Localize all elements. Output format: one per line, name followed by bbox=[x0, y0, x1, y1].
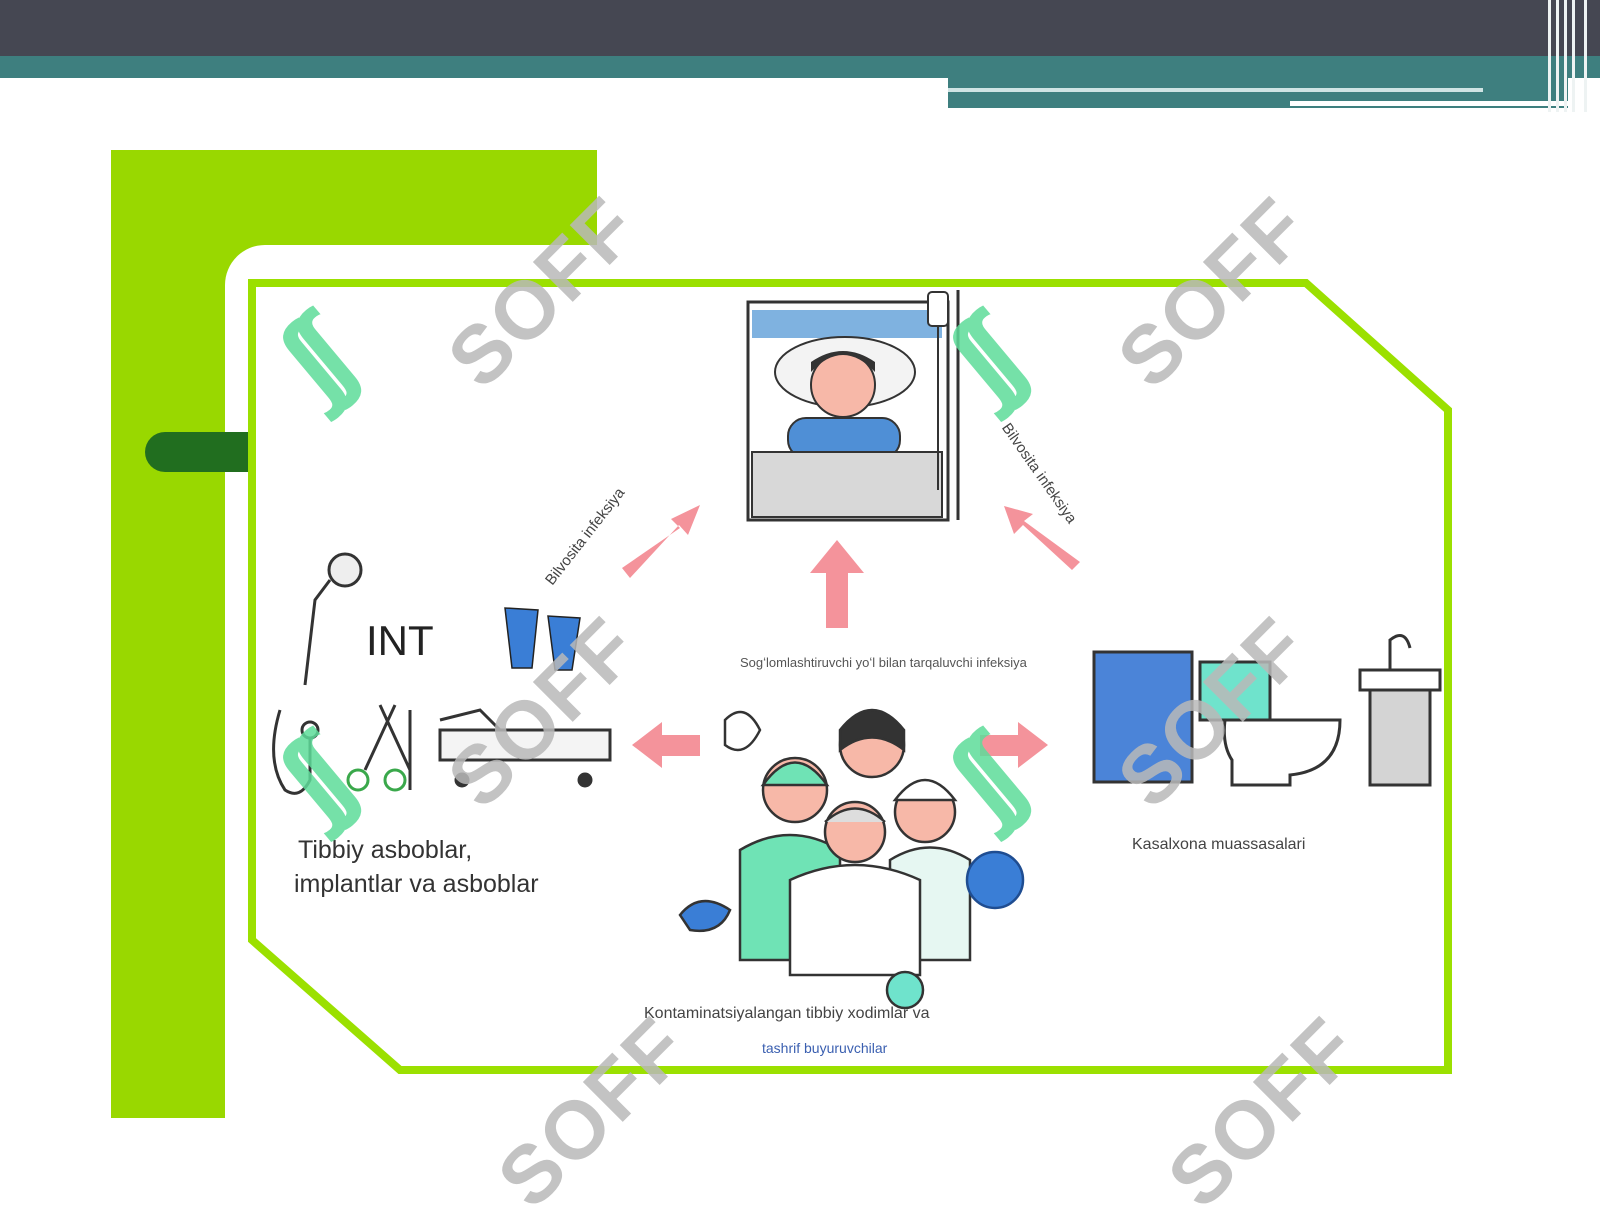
arrows bbox=[622, 505, 1080, 768]
label-center-infection: Sogʻlomlashtiruvchi yoʻl bilan tarqaluvc… bbox=[740, 655, 1027, 670]
panel-tab bbox=[145, 432, 250, 472]
label-instruments-line1: Tibbiy asboblar, bbox=[298, 836, 473, 864]
int-label: INT bbox=[366, 617, 434, 664]
diagram-frame bbox=[248, 279, 1452, 1074]
header-stripe bbox=[1548, 0, 1551, 112]
medical-staff-illustration bbox=[678, 708, 1025, 1010]
arrow-up-right bbox=[1004, 506, 1080, 570]
header-stripe bbox=[1556, 0, 1559, 112]
slide-header-bar bbox=[0, 0, 1600, 56]
patient-in-bed-illustration bbox=[746, 290, 960, 522]
header-stripe bbox=[1584, 0, 1587, 112]
slide-accent-bar bbox=[0, 56, 1600, 78]
arrow-up-center bbox=[810, 540, 864, 628]
slide-accent-line-2 bbox=[1290, 101, 1568, 106]
bathroom-illustration bbox=[1092, 634, 1442, 787]
arrow-right-bathroom bbox=[980, 722, 1048, 768]
medical-instruments-illustration bbox=[272, 552, 612, 795]
arrow-left-instruments bbox=[632, 722, 700, 768]
header-stripe bbox=[1564, 0, 1567, 112]
slide-accent-line bbox=[948, 88, 1483, 92]
diagram-canvas bbox=[248, 279, 1452, 1074]
header-stripe bbox=[1572, 0, 1575, 112]
label-instruments-line2: implantlar va asboblar bbox=[294, 870, 539, 898]
gloves-icon bbox=[504, 607, 581, 671]
arrow-up-left bbox=[622, 505, 700, 578]
label-staff-line1: Kontaminatsiyalangan tibbiy xodimlar va bbox=[644, 1005, 930, 1022]
label-staff-line2: tashrif buyuruvchilar bbox=[762, 1040, 888, 1056]
label-bathroom: Kasalxona muassasalari bbox=[1132, 836, 1306, 853]
